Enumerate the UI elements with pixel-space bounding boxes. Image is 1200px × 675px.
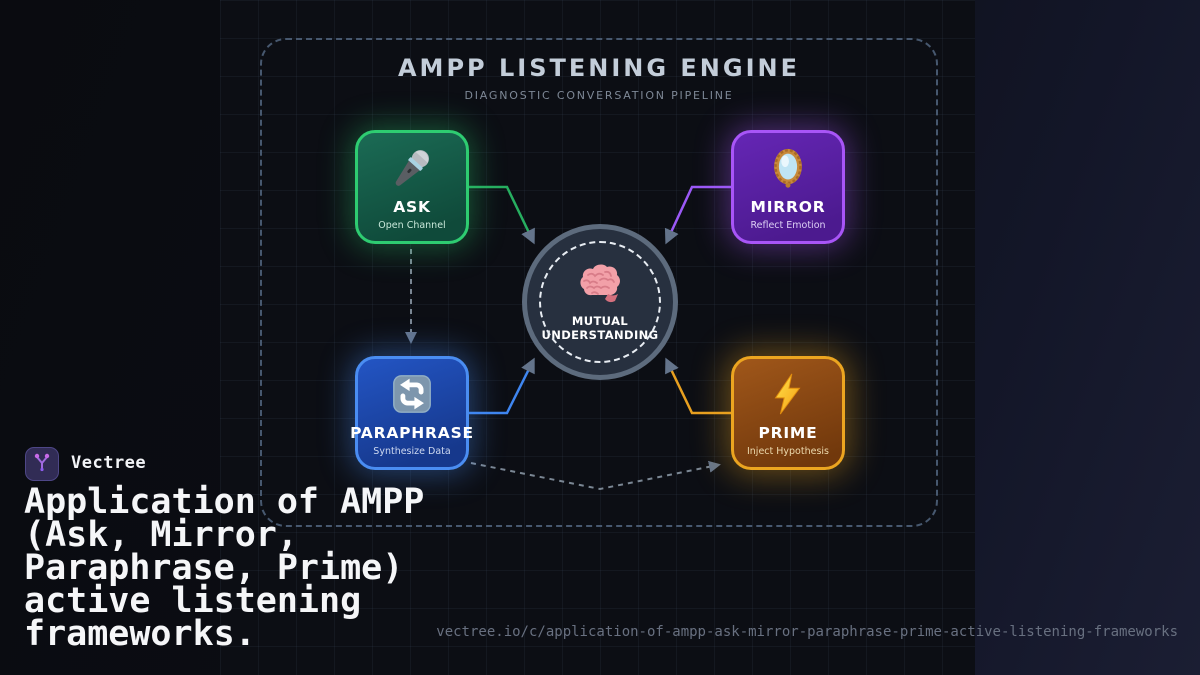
node-mirror-sublabel: Reflect Emotion bbox=[750, 220, 826, 231]
connector-mirror-to-hub bbox=[664, 185, 731, 245]
hub-mutual-understanding: MUTUAL UNDERSTANDING bbox=[522, 224, 678, 380]
connector-prime-to-hub bbox=[665, 357, 731, 415]
node-paraphrase-label: PARAPHRASE bbox=[350, 424, 474, 442]
diagram-title: AMPP LISTENING ENGINE bbox=[397, 54, 800, 82]
diagram-canvas: AMPP LISTENING ENGINE DIAGNOSTIC CONVERS… bbox=[220, 0, 975, 675]
node-paraphrase-sublabel: Synthesize Data bbox=[373, 446, 451, 457]
node-mirror: MIRROR Reflect Emotion bbox=[731, 130, 845, 244]
pipeline-dashed-frame bbox=[260, 38, 938, 527]
node-mirror-label: MIRROR bbox=[750, 198, 826, 216]
microphone-icon bbox=[389, 145, 435, 195]
connector-paraphrase-to-hub bbox=[468, 357, 535, 415]
connector-ask-to-hub bbox=[468, 185, 535, 245]
node-ask-label: ASK bbox=[393, 198, 431, 216]
vectree-logo bbox=[25, 447, 59, 481]
vectree-branch-icon bbox=[30, 450, 54, 478]
node-prime-label: PRIME bbox=[758, 424, 818, 442]
connector-lines bbox=[405, 185, 731, 491]
node-ask-sublabel: Open Channel bbox=[378, 220, 446, 231]
hub-dashed-ring bbox=[539, 241, 661, 363]
mirror-icon bbox=[765, 145, 811, 195]
diagram-subtitle: DIAGNOSTIC CONVERSATION PIPELINE bbox=[464, 89, 734, 102]
repeat-icon bbox=[389, 371, 435, 421]
lightning-icon bbox=[765, 371, 811, 421]
node-ask: ASK Open Channel bbox=[355, 130, 469, 244]
connector-paraphrase-to-prime-dashed bbox=[470, 460, 721, 491]
node-paraphrase: PARAPHRASE Synthesize Data bbox=[350, 356, 473, 470]
node-prime-sublabel: Inject Hypothesis bbox=[746, 446, 829, 457]
page-url: vectree.io/c/application-of-ampp-ask-mir… bbox=[436, 624, 1178, 640]
brand-name: Vectree bbox=[71, 453, 147, 473]
page-title: Application of AMPP (Ask, Mirror, Paraph… bbox=[24, 482, 425, 654]
node-prime: PRIME Inject Hypothesis bbox=[731, 356, 845, 470]
